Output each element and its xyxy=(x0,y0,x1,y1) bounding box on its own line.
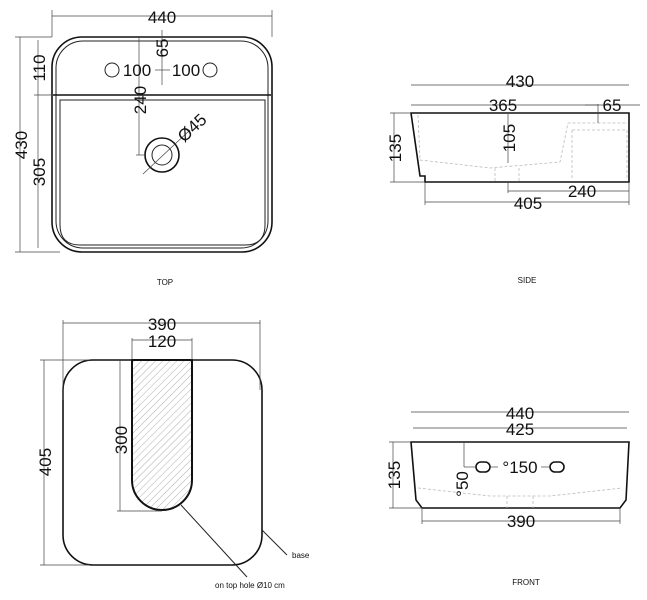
side-outline xyxy=(410,112,630,183)
front-view-label: FRONT xyxy=(512,578,540,587)
dim-side-length: 430 xyxy=(506,72,534,91)
base-view: 390 120 405 300 base on top hole Ø10 cm xyxy=(36,315,310,590)
top-view-label: TOP xyxy=(157,278,173,287)
dim-side-height: 135 xyxy=(386,134,405,162)
dim-hole-left: 100 xyxy=(123,61,151,80)
tap-hole-left xyxy=(104,62,120,78)
dim-side-basin-depth: 105 xyxy=(500,124,519,152)
dim-top-width: 440 xyxy=(148,8,176,27)
dim-side-base-length: 405 xyxy=(514,194,542,213)
drain-inner xyxy=(151,144,173,166)
overflow-slot-left xyxy=(475,461,491,473)
top-hole-slot xyxy=(131,359,193,511)
dim-top-depth: 430 xyxy=(12,131,31,159)
dim-drain-offset: 240 xyxy=(131,86,150,114)
dim-slot-height: °50 xyxy=(453,471,472,497)
dim-front-top-width: 425 xyxy=(506,420,534,439)
top-view: 440 430 110 305 240 65 100 100 Ø45 TOP xyxy=(12,8,273,287)
dim-side-basin-length: 365 xyxy=(489,96,517,115)
dim-front-height: 135 xyxy=(385,461,404,489)
dim-base-width: 390 xyxy=(148,315,176,334)
overflow-slot-right xyxy=(549,461,565,473)
dim-slot-length: 300 xyxy=(112,426,131,454)
callout-top-hole: on top hole Ø10 cm xyxy=(215,581,285,590)
dim-side-drain-to-end: 240 xyxy=(568,182,596,201)
dim-base-depth: 405 xyxy=(36,448,55,476)
tap-hole-right xyxy=(202,62,218,78)
dim-slot-spacing: °150 xyxy=(502,458,537,477)
callout-base: base xyxy=(292,551,310,560)
dim-ledge: 110 xyxy=(30,54,49,81)
dim-drain-dia: Ø45 xyxy=(174,110,210,146)
front-view: 440 425 135 °150 °50 390 FRONT xyxy=(385,404,630,587)
dim-side-ledge: 65 xyxy=(603,96,622,115)
dim-slot-width: 120 xyxy=(148,332,176,351)
side-view: 430 365 65 135 105 240 405 SIDE xyxy=(386,72,640,285)
side-view-label: SIDE xyxy=(518,276,537,285)
basin-outline xyxy=(59,99,266,246)
dim-basin: 305 xyxy=(30,158,49,186)
dim-tap-offset: 65 xyxy=(153,39,172,58)
dim-hole-right: 100 xyxy=(172,61,200,80)
dim-front-width: 440 xyxy=(506,404,534,423)
dim-front-base-width: 390 xyxy=(507,512,535,531)
